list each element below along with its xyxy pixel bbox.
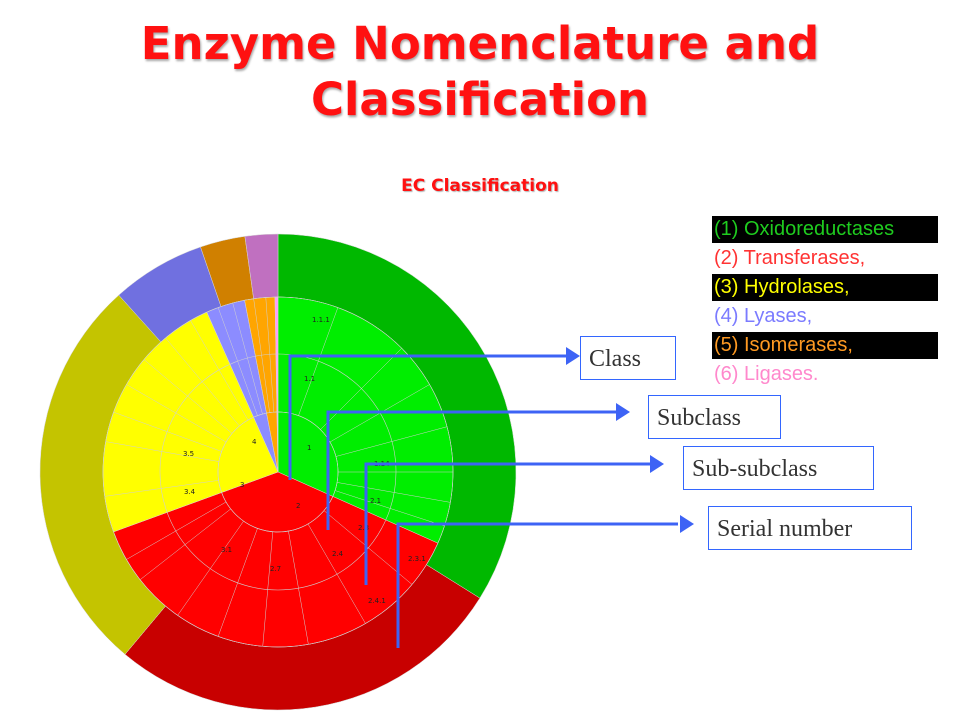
segment-label-2-3: 2.3 [358,524,369,532]
segment-label-3: 3 [240,481,244,489]
legend-item-6: (6) Ligases. [714,363,819,385]
subclass-arrow [326,403,630,530]
segment-divider-24 [232,302,263,415]
segment-label-2-3-1: 2.3.1 [408,555,426,563]
segment-label-2-1: 2.1 [370,497,381,505]
segment-divider-4 [335,426,448,457]
serial-number-arrow [396,515,694,648]
segment-divider-1 [298,307,339,416]
segment-divider-11 [262,531,274,647]
legend-item-3: (3) Hydrolases, [712,274,938,301]
segment-divider-21 [165,337,240,427]
segment-label-2-7: 2.7 [270,565,281,573]
segment-divider-18 [113,411,222,452]
segment-divider-9 [307,523,366,624]
segment-label-1: 1 [307,444,311,452]
segment-divider-23 [217,307,258,416]
legend-item-4: (4) Lyases, [714,305,813,327]
segment-label-4: 4 [252,438,257,446]
segment-divider-14 [139,508,231,580]
subclass-label-box: Subclass [648,395,781,439]
segment-divider-20 [143,359,233,434]
segment-divider-19 [126,384,227,443]
segment-divider-10 [288,531,309,645]
class-label-box: Class [580,336,676,380]
segment-divider-22 [190,320,249,421]
legend-item-5: (5) Isomerases, [712,332,938,359]
segment-label-3-1: 3.1 [221,546,232,554]
legend-item-1: (1) Oxidoreductases [712,216,938,243]
segment-label-2: 2 [296,502,300,510]
class-arrow [288,347,580,480]
segment-label-1-1-1: 1.1.1 [312,316,330,324]
title-line-1: Enzyme Nomenclature and [140,17,820,70]
chart-subtitle: EC Classification [401,176,559,196]
segment-divider-15 [126,501,227,560]
segment-divider-26 [265,297,275,413]
serial-number-label-box: Serial number [708,506,912,550]
sub-subclass-label-box: Sub-subclass [683,446,874,490]
legend-item-2: (2) Transferases, [714,247,866,269]
segment-label-2-4-1: 2.4.1 [368,597,386,605]
segment-label-2-4: 2.4 [332,550,344,558]
segment-divider-25 [253,298,270,413]
sub-subclass-arrow [364,455,664,585]
segment-label-3-4: 3.4 [184,488,196,496]
page-title: Enzyme Nomenclature and Classification [0,16,960,128]
segment-divider-13 [177,521,244,616]
segment-divider-7 [334,490,445,527]
class-legend: (1) Oxidoreductases (2) Transferases, (3) … [712,216,938,390]
segment-divider-6 [337,482,451,503]
segment-divider-12 [217,528,258,637]
segment-label-3-5: 3.5 [183,450,194,458]
segment-divider-17 [105,441,219,462]
title-line-2: Classification [310,73,650,126]
segment-divider-2 [320,348,402,430]
segment-divider-16 [104,480,219,497]
segment-label-1-1: 1.1 [304,375,315,383]
